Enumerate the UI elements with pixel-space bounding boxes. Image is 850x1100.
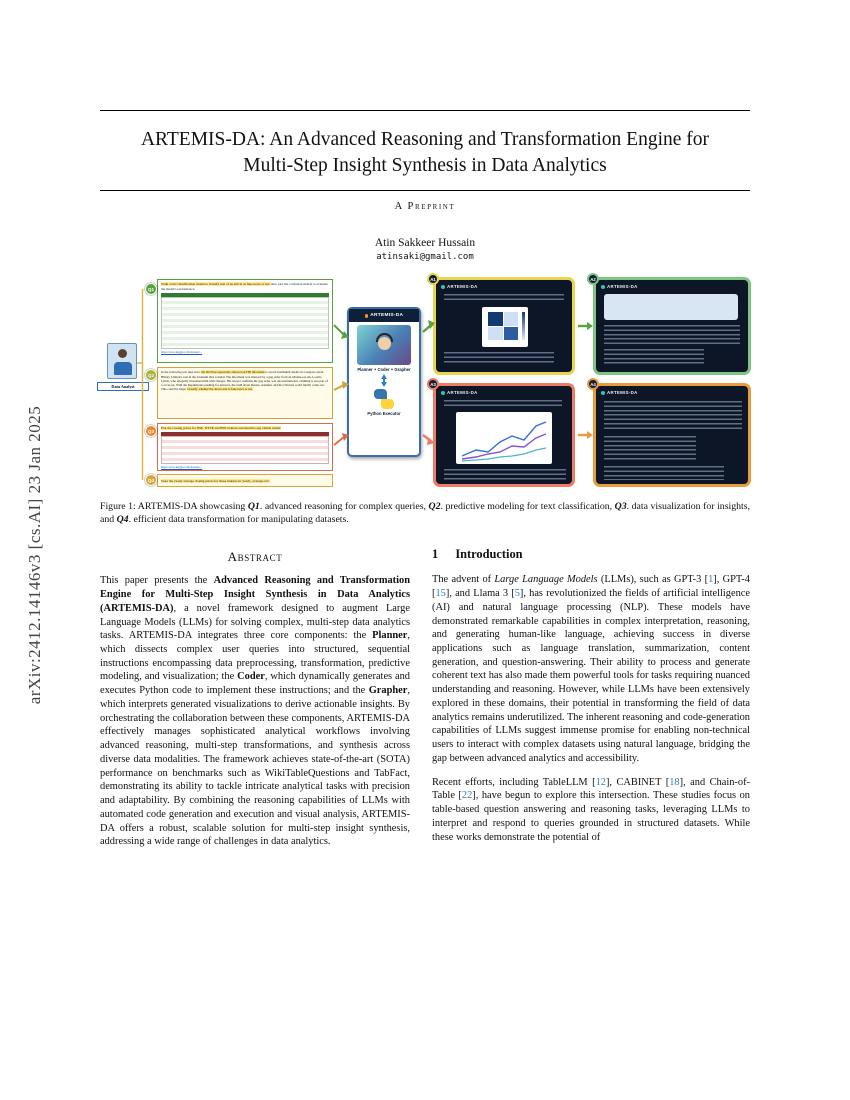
q4-query-box: Store the yearly average closing prices … bbox=[157, 474, 333, 488]
q3-data-table bbox=[161, 436, 329, 465]
cm-cell-tl bbox=[488, 312, 503, 326]
top-rule bbox=[100, 110, 750, 111]
planner-avatar-image bbox=[357, 325, 411, 366]
q3-query-box: Plot the closing prices for NSE, NYSE an… bbox=[157, 423, 333, 472]
a4-table-output-lines bbox=[604, 401, 742, 432]
result-panel-a1: ARTEMIS-DA bbox=[433, 277, 575, 376]
q2-query-box: In the following text take note: the DOJ… bbox=[157, 367, 333, 420]
a4-app-logo-icon bbox=[601, 390, 605, 395]
result-panel-a3: ARTEMIS-DA bbox=[433, 383, 575, 488]
artemis-da-box: ARTEMIS-DA Planner + Coder + Grapher Pyt… bbox=[347, 307, 421, 458]
q1-query-box: Train a text classification model to cla… bbox=[157, 279, 333, 364]
paper-content: ARTEMIS-DA: An Advanced Reasoning and Tr… bbox=[97, 0, 751, 859]
q2-question-text: In the following text take note: the DOJ… bbox=[161, 370, 328, 392]
a4-table-output-lines-3 bbox=[604, 466, 724, 481]
a3-line-chart bbox=[456, 412, 552, 465]
badge-a2: A2 bbox=[587, 273, 599, 286]
a1-app-header: ARTEMIS-DA bbox=[436, 280, 572, 291]
q3-dataset-link[interactable]: https://www.kaggle.com/datasets/... bbox=[161, 465, 203, 470]
data-analyst-label: Data Analyst bbox=[97, 382, 149, 392]
abstract-column: Abstract This paper presents the Advance… bbox=[100, 547, 410, 859]
a2-code-block bbox=[604, 294, 738, 321]
result-panel-a2: ARTEMIS-DA bbox=[593, 277, 751, 376]
python-executor-label: Python Executor bbox=[367, 411, 401, 417]
a4-app-title: ARTEMIS-DA bbox=[607, 390, 638, 396]
components-label: Planner + Coder + Grapher bbox=[357, 367, 411, 373]
introduction-column: 1 Introduction The advent of Large Langu… bbox=[432, 547, 750, 859]
python-logo-icon bbox=[374, 389, 394, 410]
a2-app-header: ARTEMIS-DA bbox=[596, 280, 748, 291]
analyst-head bbox=[118, 349, 127, 359]
artemis-header: ARTEMIS-DA bbox=[349, 309, 419, 323]
a1-app-logo-icon bbox=[441, 284, 445, 289]
a4-app-header: ARTEMIS-DA bbox=[596, 386, 748, 397]
cm-cell-bl bbox=[488, 326, 503, 341]
introduction-paragraph-2: Recent efforts, including TableLLM [12],… bbox=[432, 776, 750, 843]
section-title: Introduction bbox=[455, 547, 523, 562]
a2-app-title: ARTEMIS-DA bbox=[607, 284, 638, 290]
a3-app-header: ARTEMIS-DA bbox=[436, 386, 572, 397]
python-yellow-half bbox=[381, 399, 394, 410]
q4-question-text: Store the yearly average closing prices … bbox=[161, 478, 270, 483]
a1-text-lines-2 bbox=[444, 352, 554, 366]
title-rule bbox=[100, 190, 750, 192]
analyst-torso bbox=[114, 362, 132, 376]
abstract-text: This paper presents the Advanced Reasoni… bbox=[100, 575, 410, 848]
badge-q4: Q4 bbox=[145, 474, 157, 487]
a2-text-lines-2 bbox=[604, 349, 704, 366]
confusion-matrix-cells bbox=[488, 312, 518, 341]
preprint-label: A Preprint bbox=[394, 201, 456, 213]
headphones-icon bbox=[376, 333, 393, 343]
figure-caption: Figure 1: ARTEMIS-DA showcasing Q1. adva… bbox=[100, 501, 751, 526]
q1-data-table bbox=[161, 296, 329, 349]
badge-a4: A4 bbox=[587, 378, 599, 391]
cm-cell-br bbox=[503, 326, 518, 341]
a1-confusion-matrix-plot bbox=[482, 307, 528, 348]
q1-question-text: Train a text classification model to cla… bbox=[161, 282, 328, 291]
q3-question-text: Plot the closing prices for NSE, NYSE an… bbox=[161, 426, 282, 431]
badge-q3: Q3 bbox=[145, 425, 157, 438]
cm-cell-tr bbox=[503, 312, 518, 326]
a3-app-title: ARTEMIS-DA bbox=[447, 390, 478, 396]
figure-1: Data Analyst Q1 Q2 Q3 Q4 Train a text cl… bbox=[95, 273, 755, 491]
python-blue-half bbox=[374, 389, 387, 400]
a1-text-lines bbox=[444, 294, 564, 304]
badge-a1: A1 bbox=[427, 273, 439, 286]
q1-dataset-link[interactable]: https://www.kaggle.com/datasets/... bbox=[161, 349, 203, 354]
avatar-face bbox=[378, 337, 391, 351]
artemis-logo-icon bbox=[364, 314, 369, 318]
stock-lines-plot bbox=[461, 421, 547, 463]
a3-text-lines bbox=[444, 400, 562, 409]
a3-text-lines-2 bbox=[444, 469, 566, 483]
abstract-heading: Abstract bbox=[227, 549, 283, 565]
bidirectional-arrow-icon bbox=[381, 374, 387, 388]
data-analyst-icon bbox=[107, 343, 137, 380]
author-email[interactable]: atinsaki@gmail.com bbox=[376, 252, 474, 263]
paper-title: ARTEMIS-DA: An Advanced Reasoning and Tr… bbox=[140, 129, 710, 176]
badge-q1: Q1 bbox=[145, 283, 157, 296]
a4-table-output-lines-2 bbox=[604, 436, 696, 463]
a2-app-logo-icon bbox=[601, 284, 605, 289]
q1-table-header bbox=[161, 292, 329, 297]
arxiv-stamp: arXiv:2412.14146v3 [cs.AI] 23 Jan 2025 bbox=[25, 405, 44, 705]
artemis-title: ARTEMIS-DA bbox=[370, 313, 404, 319]
section-number: 1 bbox=[432, 547, 439, 562]
introduction-paragraph-1: The advent of Large Language Models (LLM… bbox=[432, 574, 750, 764]
a3-app-logo-icon bbox=[441, 390, 445, 395]
result-panel-a4: ARTEMIS-DA bbox=[593, 383, 751, 488]
badge-a3: A3 bbox=[427, 378, 439, 391]
q3-table-header bbox=[161, 432, 329, 437]
a1-app-title: ARTEMIS-DA bbox=[447, 284, 478, 290]
cm-colorbar bbox=[522, 312, 525, 341]
two-column-body: Abstract This paper presents the Advance… bbox=[100, 547, 750, 859]
a2-text-lines bbox=[604, 325, 740, 346]
author-name: Atin Sakkeer Hussain bbox=[374, 237, 476, 250]
badge-q2: Q2 bbox=[145, 369, 157, 382]
introduction-heading: 1 Introduction bbox=[432, 547, 750, 562]
